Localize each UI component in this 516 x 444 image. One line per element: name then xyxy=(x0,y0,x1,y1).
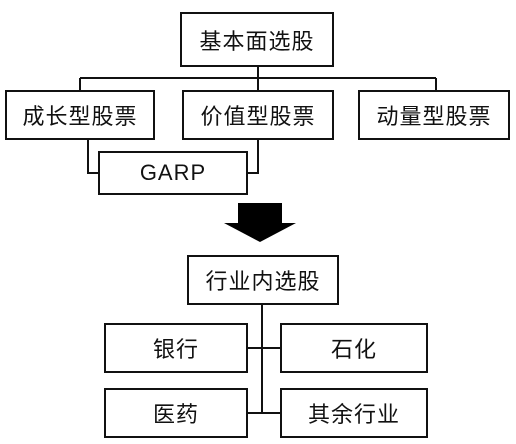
node-label: GARP xyxy=(139,160,207,185)
node-label: 石化 xyxy=(330,338,377,363)
node-pharmaceutical: 医药 xyxy=(104,388,248,438)
node-momentum-stocks: 动量型股票 xyxy=(358,90,510,140)
node-garp: GARP xyxy=(98,151,248,195)
node-petrochemical: 石化 xyxy=(280,323,428,373)
node-label: 基本面选股 xyxy=(199,29,315,55)
connector-value-to-garp xyxy=(248,140,259,174)
node-label: 动量型股票 xyxy=(376,105,492,130)
node-fundamental-selection: 基本面选股 xyxy=(180,12,334,67)
connector-growth-to-garp xyxy=(87,140,98,174)
node-value-stocks: 价值型股票 xyxy=(182,90,334,140)
node-label: 价值型股票 xyxy=(200,105,316,130)
node-growth-stocks: 成长型股票 xyxy=(5,90,155,140)
node-label: 银行 xyxy=(152,338,199,363)
node-label: 其余行业 xyxy=(307,403,400,428)
node-bank: 银行 xyxy=(104,323,248,373)
node-label: 医药 xyxy=(152,403,199,428)
node-industry-selection: 行业内选股 xyxy=(187,255,339,305)
node-label: 成长型股票 xyxy=(22,105,138,130)
arrow-down-icon xyxy=(224,203,296,242)
node-label: 行业内选股 xyxy=(205,270,321,295)
node-other-industries: 其余行业 xyxy=(280,388,428,438)
